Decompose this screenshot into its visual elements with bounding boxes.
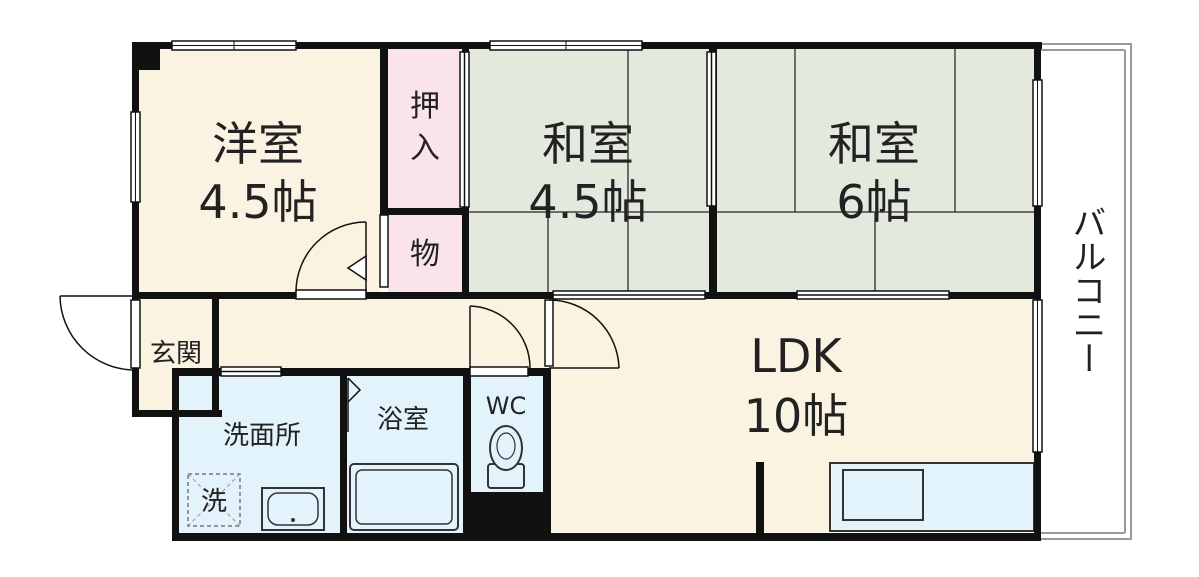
japanese-room-2-name: 和室 [828, 117, 920, 171]
ldk-size: 10帖 [744, 389, 849, 443]
balcony-area [1039, 43, 1132, 540]
sliding-doors [220, 51, 950, 377]
toilet [487, 425, 525, 489]
bathtub [349, 463, 459, 531]
bathroom-label: 浴室 [377, 405, 429, 435]
closet-label-2: 入 [410, 131, 440, 166]
balcony-label: バルコニー [1066, 205, 1106, 375]
washer-spot [187, 473, 241, 527]
tatami-lines [468, 48, 1036, 292]
washer-label: 洗 [201, 487, 227, 517]
ldk-name: LDK [750, 329, 843, 383]
western-room-size: 4.5帖 [198, 175, 317, 229]
washroom-label: 洗面所 [223, 421, 301, 451]
japanese-room-1-name: 和室 [542, 117, 634, 171]
closet-label-1: 押 [410, 89, 440, 124]
japanese-room-1-size: 4.5帖 [528, 175, 647, 229]
washroom-floor [178, 374, 342, 534]
western-room-name: 洋室 [212, 117, 304, 171]
swing-doors [59, 221, 620, 432]
japanese-room-1-floor [468, 48, 710, 292]
wc-label: WC [486, 392, 527, 420]
windows [130, 40, 1043, 453]
closet-floor [388, 48, 462, 208]
storage-floor [388, 214, 462, 292]
kitchen-sink [842, 469, 924, 521]
japanese-room-2-floor [716, 48, 1036, 292]
japanese-room-2-size: 6帖 [836, 175, 911, 229]
washbasin [261, 487, 325, 531]
entrance-label: 玄関 [150, 339, 202, 369]
western-room-floor [138, 48, 380, 292]
storage-label: 物 [410, 237, 440, 272]
